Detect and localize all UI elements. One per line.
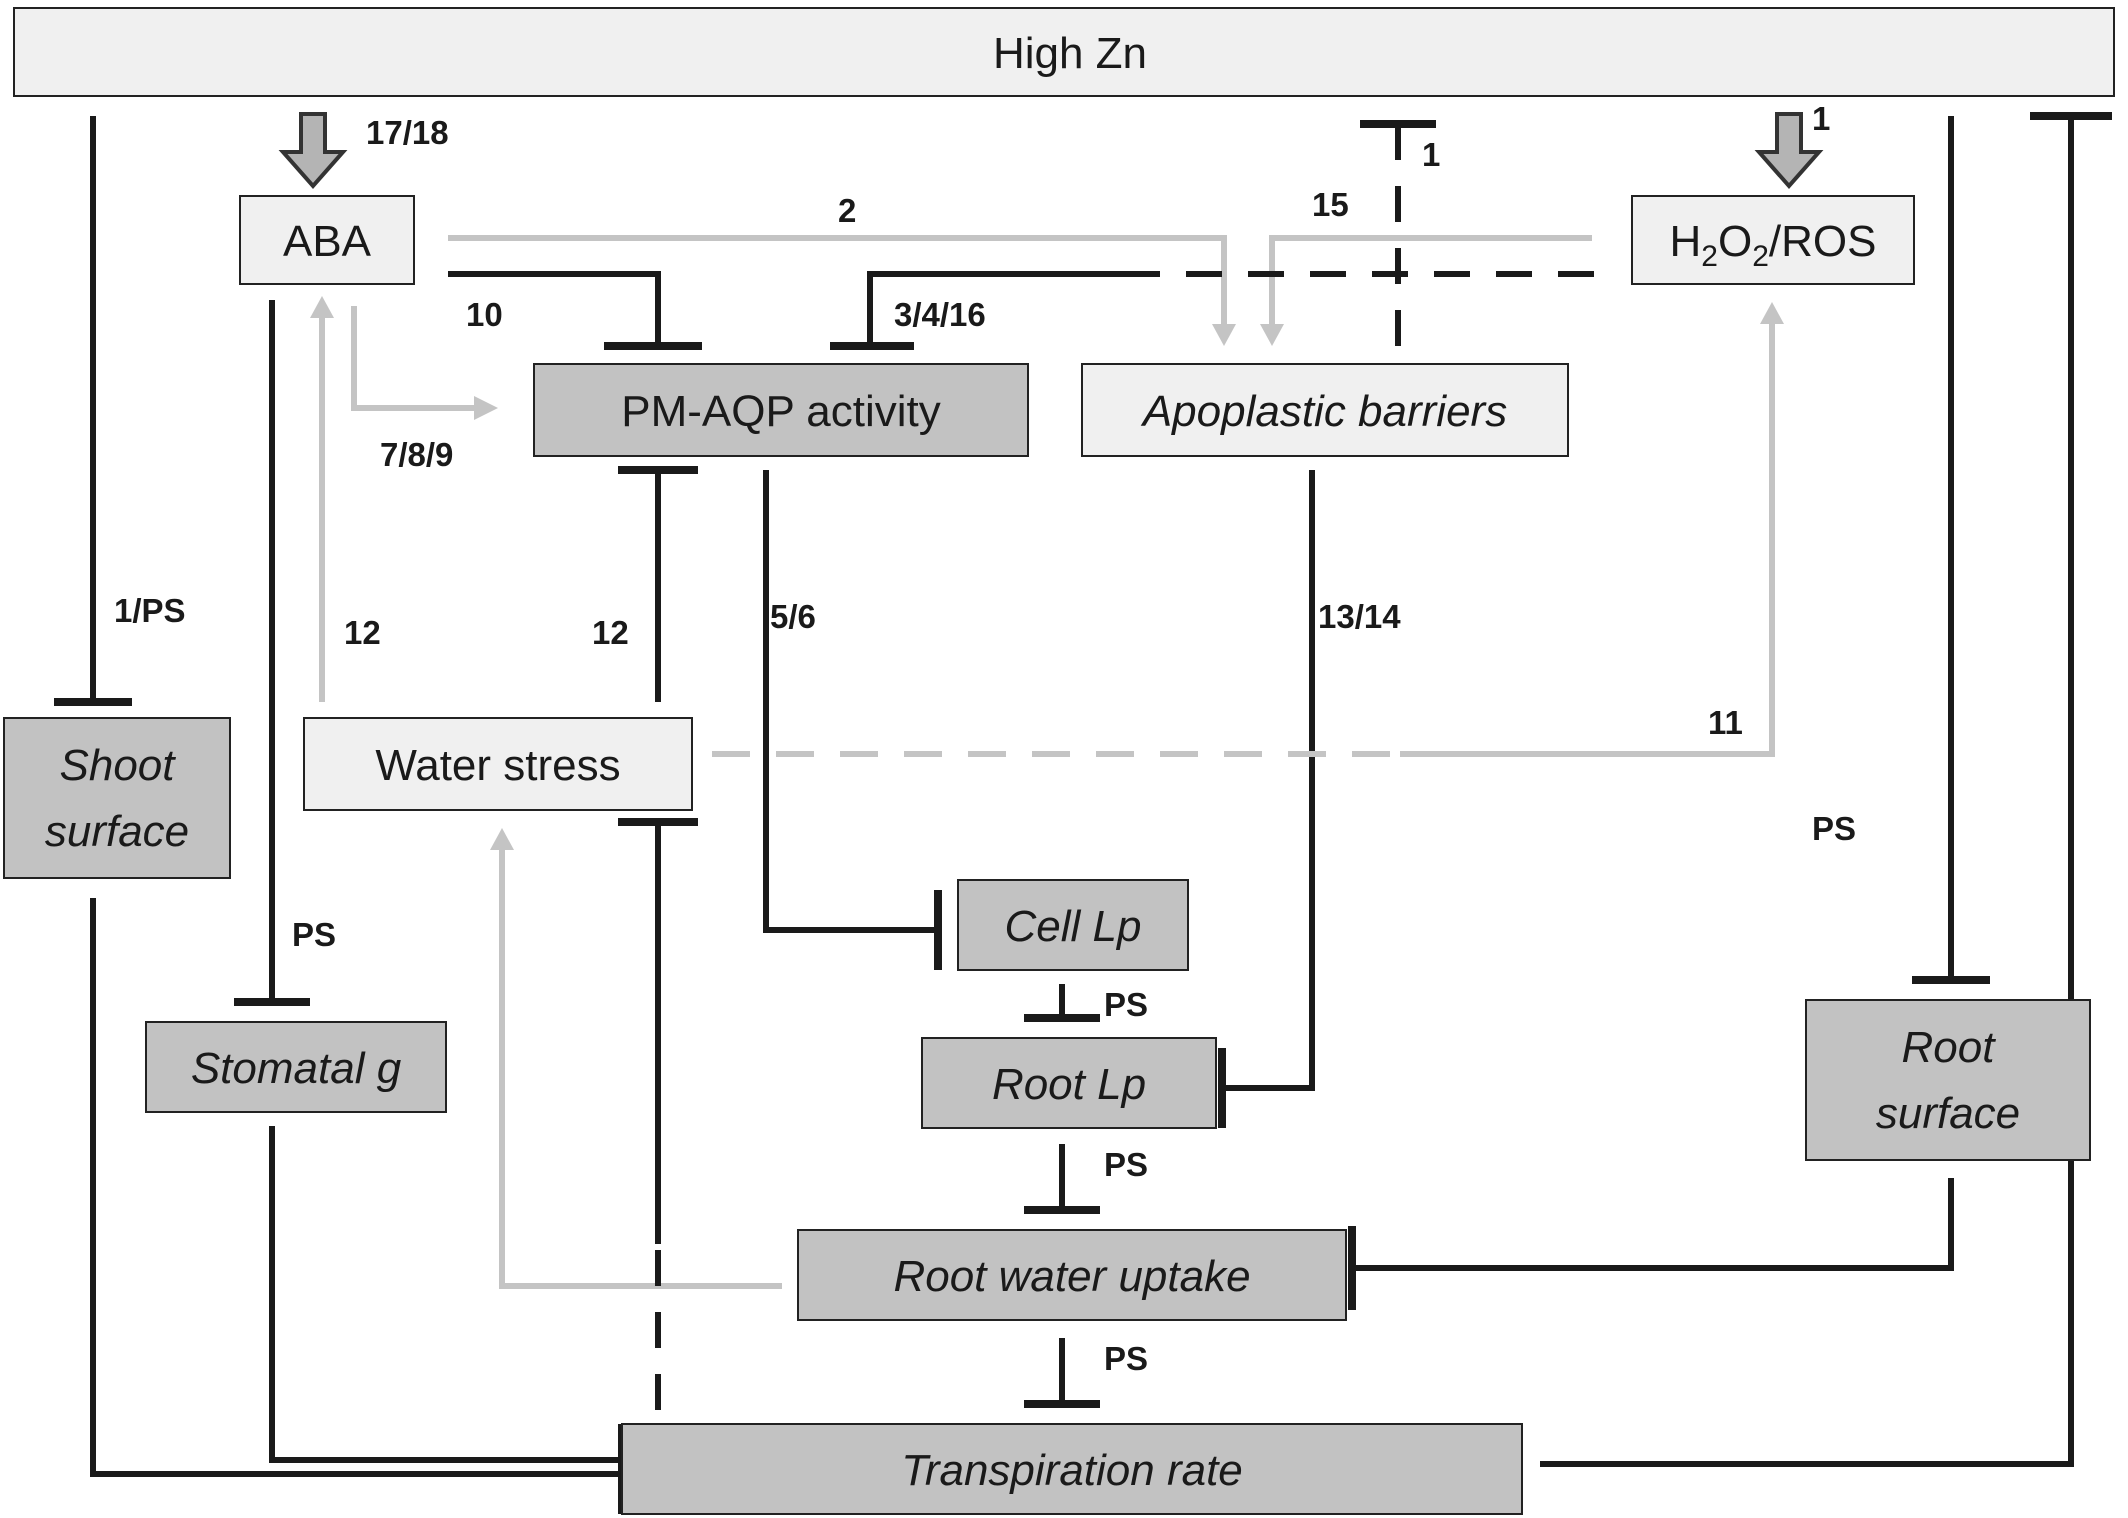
high-zn-label: High Zn	[993, 29, 1147, 78]
shoot-surface-label-2: surface	[45, 807, 189, 856]
label-zn-shoot: 1/PS	[114, 592, 186, 629]
zn-inhibits-apoplastic-barriers	[1360, 120, 1436, 364]
aba-label: ABA	[283, 217, 372, 266]
shoot-surface-label-1: Shoot	[60, 741, 177, 790]
zn-to-aba-arrow	[278, 112, 348, 190]
zn-to-h2o2-arrow	[1754, 112, 1824, 190]
aba-node: ABA	[239, 195, 415, 285]
label-aba-stomatal: PS	[292, 916, 336, 953]
label-ws-aqp: 12	[592, 614, 629, 651]
label-zn-h2o2: 1	[1812, 100, 1830, 137]
pm-aqp-inhibits-cell-lp	[763, 470, 942, 970]
label-aqp-celllp: 5/6	[770, 598, 816, 635]
label-ros-aqp: 3/4/16	[894, 296, 986, 333]
root-lp-node: Root Lp	[921, 1037, 1217, 1129]
stomatal-g-node: Stomatal g	[145, 1021, 447, 1113]
aba-inhibits-pm-aqp	[448, 271, 702, 350]
label-aba-aqp-activate: 7/8/9	[380, 436, 453, 473]
shoot-surface-node: Shoot surface	[3, 717, 231, 879]
aba-activates-pm-aqp	[351, 306, 498, 420]
aba-inhibits-stomatal-g	[234, 300, 310, 1006]
stomatal-g-inhibits-transpiration	[269, 1126, 622, 1463]
root-water-uptake-activates-water-stress	[490, 828, 782, 1289]
aba-activates-apoplastic-barriers	[448, 235, 1236, 346]
root-water-uptake-inhibits-transpiration	[1024, 1338, 1100, 1408]
cell-lp-label: Cell Lp	[1005, 902, 1142, 951]
water-stress-activates-aba	[310, 296, 334, 702]
water-stress-activates-ros	[712, 302, 1784, 757]
pm-aqp-activity-node: PM-AQP activity	[533, 363, 1029, 457]
root-surface-label-2: surface	[1876, 1089, 2020, 1138]
h2o2-ros-node: H2O2/ROS	[1631, 195, 1915, 285]
label-rootlp-uptake: PS	[1104, 1146, 1148, 1183]
label-zn-rootsurface: PS	[1812, 810, 1856, 847]
cell-lp-node: Cell Lp	[957, 879, 1189, 971]
water-stress-inhibits-pm-aqp	[618, 466, 698, 702]
root-surface-node: Root surface	[1805, 999, 2091, 1161]
root-surface-label-1: Root	[1902, 1023, 1997, 1072]
root-water-uptake-label: Root water uptake	[893, 1252, 1250, 1301]
label-aba-aqp: 10	[466, 296, 503, 333]
water-stress-node: Water stress	[303, 717, 693, 811]
high-zn-node: High Zn	[13, 7, 2115, 97]
apoplastic-barriers-node: Apoplastic barriers	[1081, 363, 1569, 457]
label-ws-ros: 11	[1708, 704, 1743, 741]
pm-aqp-label: PM-AQP activity	[621, 387, 940, 436]
zn-inhibits-shoot-surface	[54, 116, 132, 706]
transpiration-rate-node: Transpiration rate	[621, 1423, 1523, 1515]
label-ws-aba: 12	[344, 614, 381, 651]
cell-lp-inhibits-root-lp	[1024, 984, 1100, 1022]
stomatal-g-label: Stomatal g	[191, 1044, 402, 1093]
ros-inhibits-pm-aqp	[830, 271, 1594, 350]
root-water-uptake-node: Root water uptake	[797, 1229, 1347, 1321]
apoplastic-barriers-label: Apoplastic barriers	[1140, 387, 1507, 436]
h2o2-ros-label: H2O2/ROS	[1670, 217, 1877, 273]
label-celllp-rootlp: PS	[1104, 986, 1148, 1023]
label-zn-aba: 17/18	[366, 114, 449, 151]
water-stress-label: Water stress	[375, 741, 620, 790]
label-ros-apoplastic: 15	[1312, 186, 1349, 223]
apoplastic-barriers-inhibits-root-lp	[1218, 470, 1315, 1128]
zn-inhibits-root-surface	[1912, 116, 1990, 984]
root-lp-inhibits-root-water-uptake	[1024, 1144, 1100, 1214]
label-zn-apoplastic: 1	[1422, 136, 1440, 173]
root-surface-inhibits-root-water-uptake	[1348, 1178, 1954, 1310]
root-lp-label: Root Lp	[992, 1060, 1146, 1109]
transpiration-inhibits-water-stress	[618, 818, 698, 1410]
ros-activates-apoplastic-barriers	[1260, 235, 1592, 346]
label-aba-apoplastic: 2	[838, 192, 856, 229]
label-apo-rootlp: 13/14	[1318, 598, 1401, 635]
shoot-surface-inhibits-transpiration	[90, 898, 626, 1514]
transpiration-inhibits-zn-loop	[1540, 112, 2112, 1467]
transpiration-rate-label: Transpiration rate	[901, 1446, 1243, 1495]
label-uptake-transp: PS	[1104, 1340, 1148, 1377]
